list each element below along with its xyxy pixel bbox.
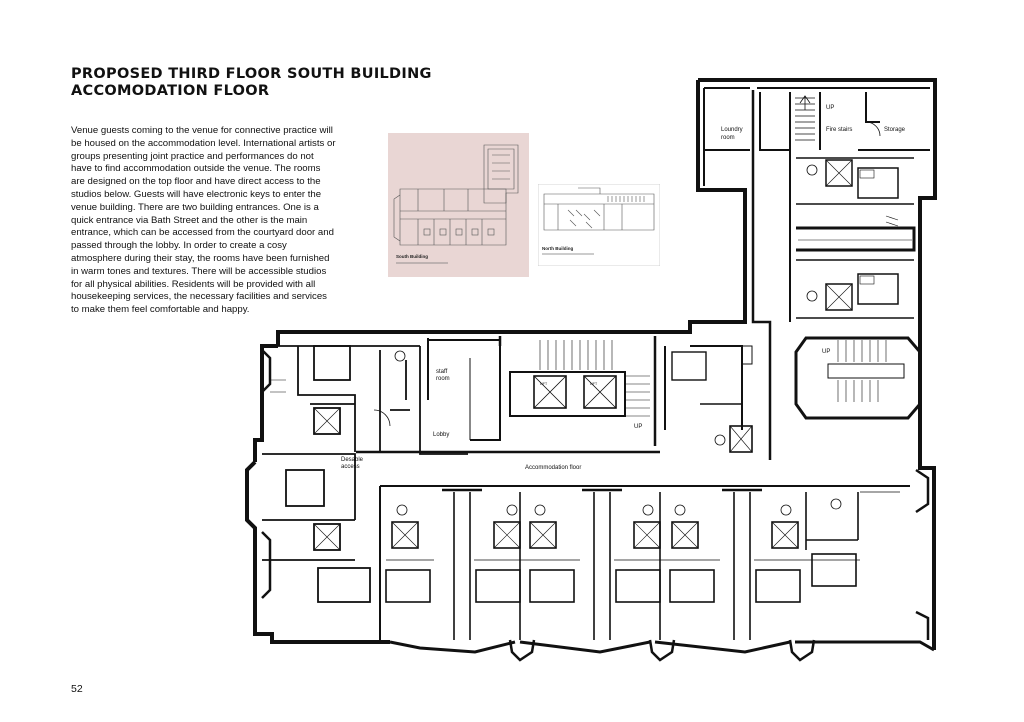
lift-2-label: LIFT: [590, 382, 598, 386]
staff-label-2: room: [436, 376, 450, 382]
fire-stairs-label: Fire stairs: [826, 127, 852, 133]
up-top-label: UP: [826, 105, 834, 111]
desable-label: Desable: [341, 457, 364, 463]
south-building-caption: South Building: [396, 254, 428, 259]
north-building-thumbnail-drawing: North Building: [538, 184, 660, 266]
tower-rooms: [704, 92, 930, 151]
plan-labels: Loundry room UP Fire stairs Storage UP s…: [341, 105, 906, 471]
laundry-label: Loundry: [721, 127, 743, 133]
desable-label-2: access: [341, 464, 360, 470]
lobby-label: Lobby: [433, 432, 449, 438]
page-number: 52: [71, 683, 83, 695]
staff-label: staff: [436, 369, 448, 375]
up-right-label: UP: [822, 349, 830, 355]
accommodation-floor-label: Accommodation floor: [525, 465, 581, 471]
south-building-thumbnail-drawing: South Building: [388, 133, 529, 277]
lift-1-label: LIFT: [540, 382, 548, 386]
left-wing-rooms: [262, 345, 468, 603]
page-title: PROPOSED THIRD FLOOR SOUTH BUILDING ACCO…: [71, 66, 491, 100]
title-line-1: PROPOSED THIRD FLOOR SOUTH BUILDING: [71, 66, 432, 82]
storage-label: Storage: [884, 127, 906, 133]
title-line-2: ACCOMODATION FLOOR: [71, 83, 270, 99]
bay-windows: [261, 349, 930, 662]
north-building-thumbnail: North Building: [538, 184, 660, 266]
outer-walls: [245, 78, 937, 654]
central-core: [356, 336, 753, 454]
thumbnail-background: [388, 133, 529, 277]
laundry-label-2: room: [721, 135, 735, 141]
bottom-bedrooms: [379, 485, 910, 642]
north-building-caption: North Building: [542, 246, 573, 251]
description-paragraph: Venue guests coming to the venue for con…: [71, 125, 336, 316]
south-building-thumbnail: South Building: [388, 133, 529, 277]
right-column-rooms: [796, 157, 916, 319]
right-stair-core: [794, 336, 922, 420]
thumbnail-border: [538, 184, 660, 266]
thumbnail-plan-lines: [543, 187, 655, 231]
up-center-label: UP: [634, 424, 642, 430]
thumbnail-plan-lines: [393, 144, 519, 246]
